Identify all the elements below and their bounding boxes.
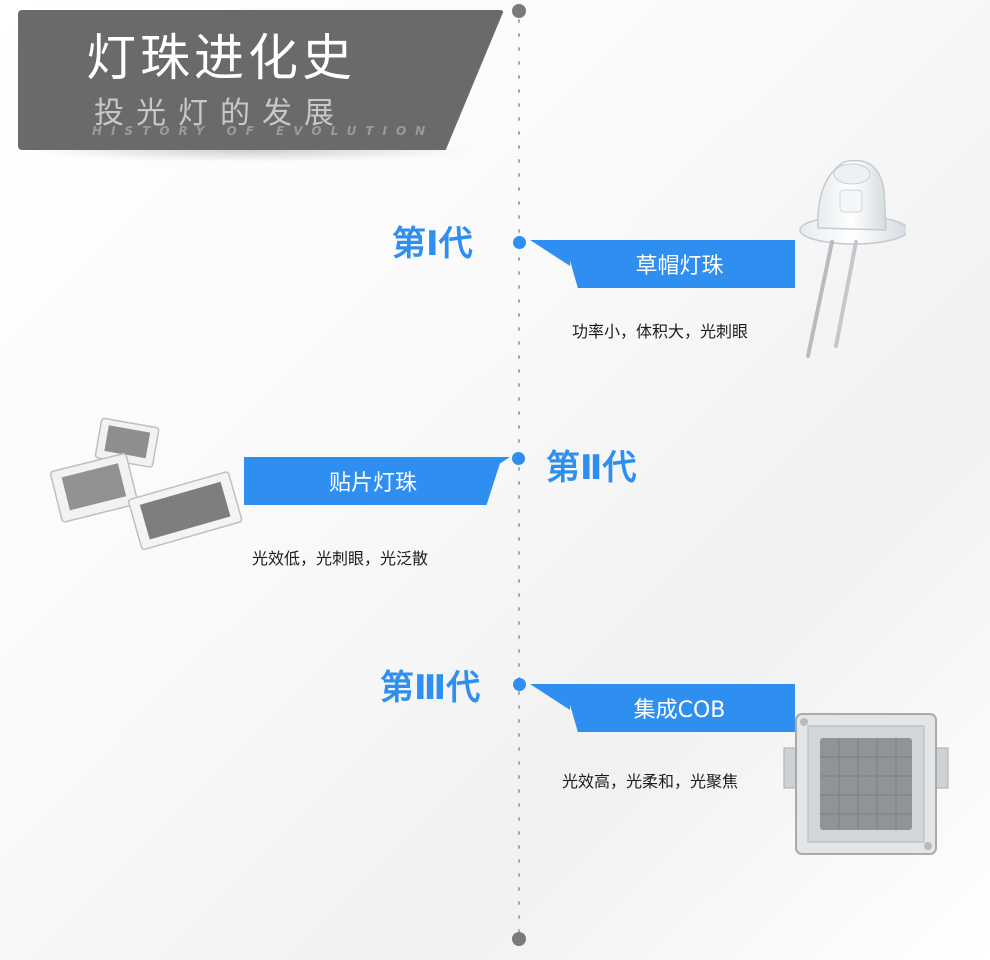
timeline-line bbox=[518, 14, 520, 944]
smd-led-icon bbox=[49, 417, 243, 551]
generation-2-description: 光效低，光刺眼，光泛散 bbox=[252, 549, 429, 568]
generation-2-node bbox=[512, 452, 525, 465]
generation-3-description: 光效高，光柔和，光聚焦 bbox=[562, 772, 739, 791]
timeline-end-dot bbox=[512, 932, 526, 946]
generation-1-tag: 草帽灯珠 bbox=[564, 240, 795, 288]
generation-2-tag: 贴片灯珠 bbox=[244, 457, 502, 505]
cob-led-icon bbox=[783, 713, 949, 855]
generation-1-label: 第Ⅰ代 bbox=[392, 224, 473, 264]
generation-1-node bbox=[513, 236, 526, 249]
generation-3-node bbox=[513, 678, 526, 691]
generation-1-pointer bbox=[530, 240, 570, 266]
straw-hat-led-icon bbox=[799, 159, 906, 358]
page-subtitle-en: HISTORY OF EVOLUTION bbox=[92, 124, 435, 138]
generation-3-label: 第Ⅲ代 bbox=[380, 668, 481, 708]
header-banner bbox=[18, 10, 504, 150]
generation-3-pointer bbox=[530, 684, 570, 710]
page-title: 灯珠进化史 bbox=[86, 29, 356, 87]
timeline-start-dot bbox=[512, 4, 526, 18]
generation-1-description: 功率小，体积大，光刺眼 bbox=[572, 322, 749, 341]
generation-3-tag: 集成COB bbox=[564, 684, 795, 732]
page-subtitle: 投光灯的发展 bbox=[94, 96, 346, 131]
generation-2-label: 第Ⅱ代 bbox=[546, 448, 637, 488]
